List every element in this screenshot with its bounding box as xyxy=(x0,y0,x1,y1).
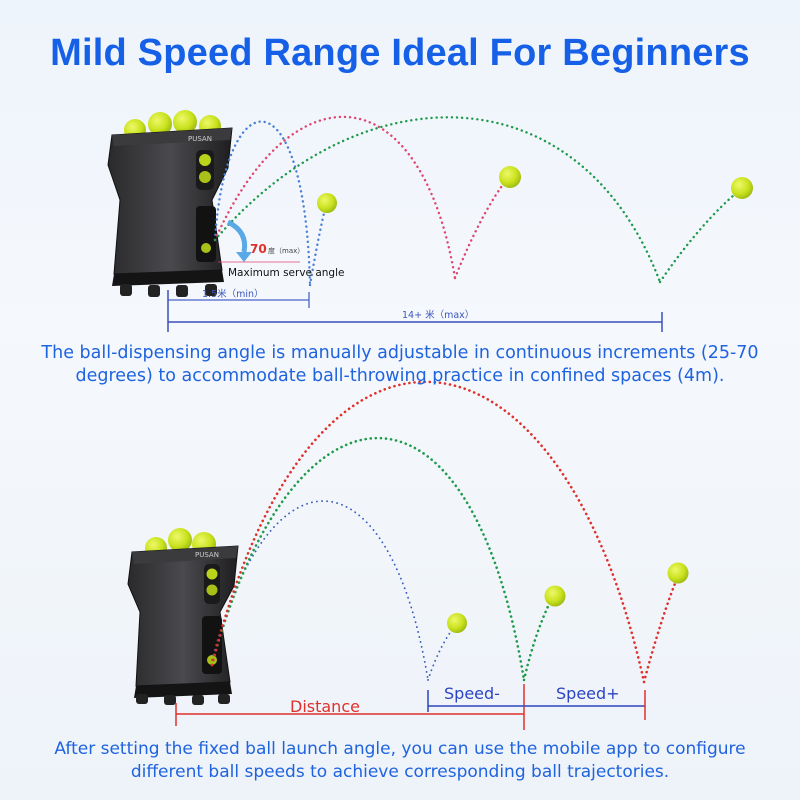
distance-max-label: 14+ 米（max） xyxy=(402,309,474,321)
tennis-ball-icon xyxy=(168,528,192,552)
brand-logo: PUSAN xyxy=(195,551,219,559)
trajectory-green xyxy=(210,437,526,682)
distance-label: Distance xyxy=(290,697,360,716)
speed-minus-label: Speed- xyxy=(444,684,500,703)
distance-max-line xyxy=(167,290,663,332)
tennis-ball-icon xyxy=(148,112,172,136)
tennis-ball-icon xyxy=(317,193,337,213)
tennis-ball-icon xyxy=(667,562,689,584)
trajectory-pink-bounce xyxy=(453,176,510,280)
trajectory-green-bounce xyxy=(658,188,742,284)
tennis-ball-icon xyxy=(499,166,521,188)
speed-minus-bracket xyxy=(427,690,524,712)
trajectory-pink xyxy=(213,115,457,280)
tennis-ball-icon xyxy=(447,613,467,633)
trajectory-blue-bounce xyxy=(427,623,457,681)
top-trajectories xyxy=(213,115,742,287)
angle-unit: 度（max） xyxy=(268,246,304,255)
trajectory-blue xyxy=(211,500,429,681)
trajectory-green-bounce xyxy=(522,596,554,682)
angle-value: 70 xyxy=(250,242,267,256)
top-caption: The ball-dispensing angle is manually ad… xyxy=(41,343,759,386)
page-title: Mild Speed Range Ideal For Beginners xyxy=(50,32,750,74)
angle-label: Maximum serve angle xyxy=(228,267,344,279)
angle-indicator: 70 度（max） Maximum serve angle xyxy=(218,219,344,279)
trajectory-green xyxy=(213,116,662,284)
distance-min-label: 1.5米（min） xyxy=(202,288,264,300)
trajectory-red-bounce xyxy=(642,574,680,684)
speed-plus-bracket xyxy=(524,690,646,720)
bottom-caption: After setting the fixed ball launch angl… xyxy=(54,739,746,782)
trajectory-blue xyxy=(213,120,312,287)
distance-bracket xyxy=(175,703,524,726)
trajectory-red xyxy=(210,380,646,684)
distance-min-line xyxy=(168,292,310,308)
ball-machine-bottom: PUSAN xyxy=(127,528,239,705)
tennis-ball-icon xyxy=(731,177,753,199)
tennis-ball-icon xyxy=(173,110,197,134)
ball-machine-top: PUSAN xyxy=(107,110,233,297)
tennis-ball-icon xyxy=(544,585,566,607)
brand-logo: PUSAN xyxy=(188,135,212,143)
bottom-trajectories xyxy=(210,380,680,684)
speed-plus-label: Speed+ xyxy=(556,684,620,703)
